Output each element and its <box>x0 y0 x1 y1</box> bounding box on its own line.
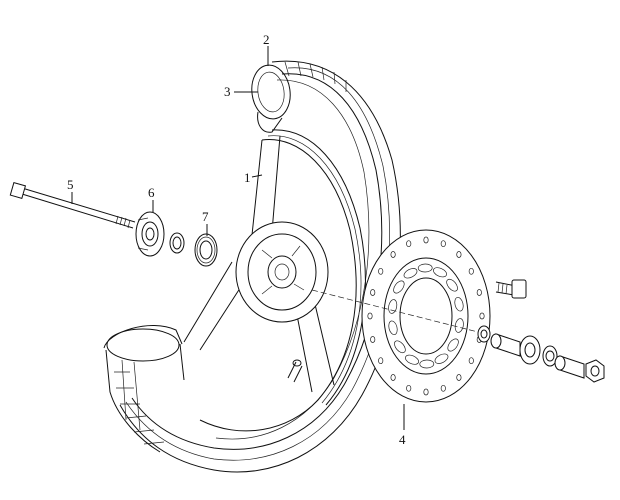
disc-hole <box>390 251 396 258</box>
disc-vent <box>447 338 459 352</box>
disc-vent <box>454 318 464 333</box>
disc-vent <box>403 268 418 279</box>
callout-label: 7 <box>202 209 209 224</box>
disc-vent <box>388 299 398 314</box>
disc-vent <box>417 263 433 273</box>
disc-vent <box>388 320 398 336</box>
bearing-left <box>169 232 218 267</box>
disc-vent <box>405 354 419 365</box>
axle <box>9 181 136 229</box>
disc-vent <box>419 359 435 369</box>
axle-collar <box>135 211 165 257</box>
disc-vent <box>454 296 464 312</box>
inner-tube <box>251 64 291 133</box>
callout-2: 2 <box>263 32 270 66</box>
callout-label: 6 <box>148 185 155 200</box>
callout-5: 5 <box>67 177 74 204</box>
callout-4: 4 <box>399 404 406 447</box>
callout-7: 7 <box>202 209 209 236</box>
disc-vent <box>393 280 405 294</box>
disc-hole <box>406 240 412 248</box>
disc-hole <box>456 374 462 381</box>
callout-label: 5 <box>67 177 74 192</box>
disc-hole <box>370 289 376 296</box>
disc-hole <box>406 384 412 392</box>
disc-hole <box>378 357 384 365</box>
disc-vent <box>446 278 458 292</box>
disc-hole <box>479 312 485 320</box>
callout-label: 2 <box>263 32 270 47</box>
disc-vent <box>434 353 449 364</box>
right-axle-stack <box>477 325 605 383</box>
disc-bolt <box>495 279 527 299</box>
callout-label: 3 <box>224 84 231 99</box>
callout-label: 4 <box>399 432 406 447</box>
wheel-rim <box>183 129 366 432</box>
disc-hole <box>440 384 446 392</box>
axis-line <box>311 289 479 333</box>
tire <box>103 60 401 473</box>
callout-1: 1 <box>244 170 263 185</box>
callout-3: 3 <box>224 84 258 99</box>
disc-hole <box>423 236 429 244</box>
disc-hole <box>390 374 396 381</box>
disc-hole <box>456 251 462 258</box>
disc-hole <box>440 240 446 248</box>
disc-vent <box>433 267 447 278</box>
disc-hole <box>423 388 429 396</box>
disc-hole <box>367 312 373 320</box>
disc-vent <box>394 340 406 354</box>
disc-hole <box>476 289 482 296</box>
disc-hole <box>468 267 474 275</box>
callout-6: 6 <box>148 185 155 212</box>
brake-disc <box>361 229 491 403</box>
disc-hole <box>468 357 474 365</box>
disc-hole <box>378 267 384 275</box>
disc-hole <box>370 336 376 343</box>
callout-label: 1 <box>244 170 251 185</box>
